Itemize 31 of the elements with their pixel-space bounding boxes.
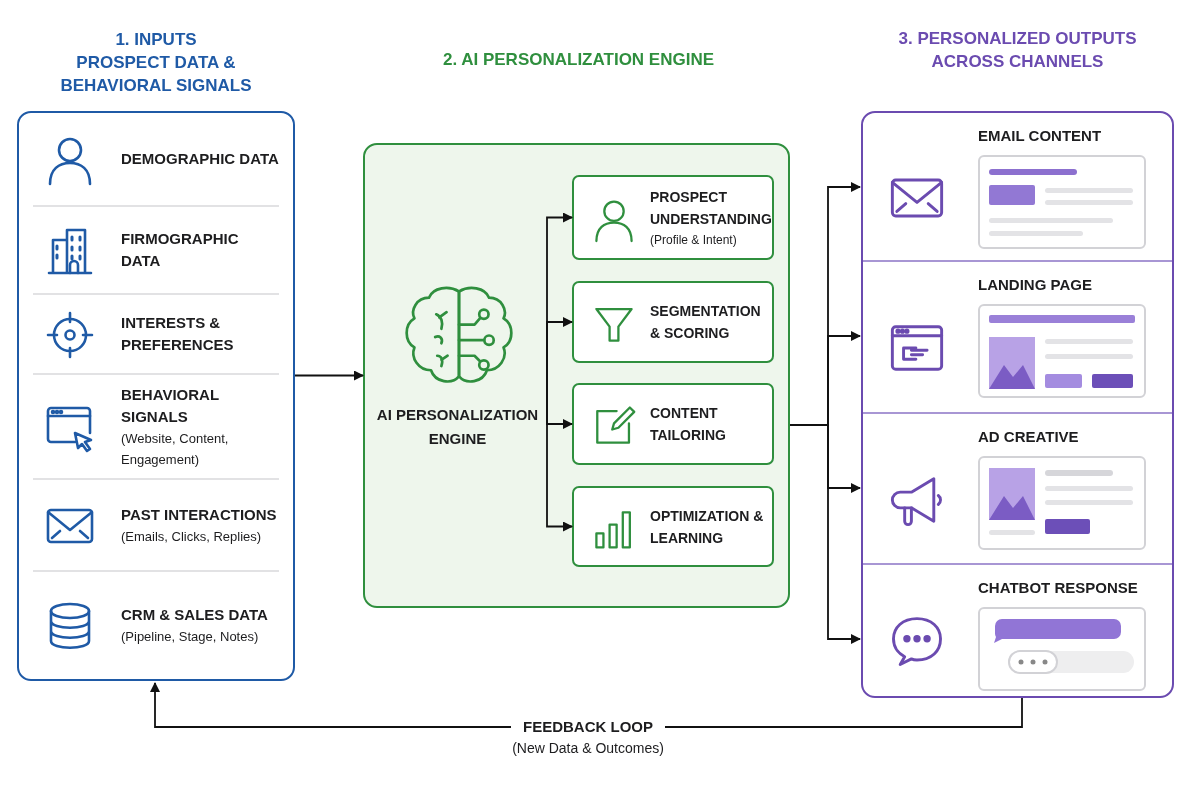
step-box [572, 175, 774, 260]
item-title: FIRMOGRAPHIC DATA [121, 229, 240, 271]
item-title: CONTENT TAILORING [650, 404, 727, 445]
item-title: PAST INTERACTIONS [121, 504, 278, 525]
item-description: (Pipeline, Stage, Notes) [121, 628, 260, 646]
section-heading: 3. PERSONALIZED OUTPUTS ACROSS CHANNELS [897, 28, 1138, 73]
channel-title: AD CREATIVE [978, 427, 1079, 447]
note: (New Data & Outcomes) [512, 739, 664, 758]
item-description: (Emails, Clicks, Replies) [121, 527, 263, 546]
channel-title: LANDING PAGE [978, 275, 1092, 295]
step-box [572, 486, 774, 567]
item-title: SEGMENTATION & SCORING [650, 302, 762, 343]
channel-title: CHATBOT RESPONSE [978, 578, 1138, 598]
channel-title: EMAIL CONTENT [978, 126, 1102, 146]
arrow [294, 370, 364, 381]
item-title: PROSPECT UNDERSTANDING [650, 187, 772, 229]
arrow [546, 317, 573, 376]
section-heading: PROSPECT DATA & BEHAVIORAL SIGNALS [59, 52, 253, 97]
step-box [572, 281, 774, 363]
arrow [546, 374, 573, 532]
engine-title: AI PERSONALIZATION ENGINE [375, 405, 540, 449]
item-title: INTERESTS & PREFERENCES [121, 313, 235, 355]
item-title: BEHAVIORAL SIGNALS [121, 384, 220, 427]
item-title: OPTIMIZATION & LEARNING [650, 506, 765, 548]
step-box [572, 383, 774, 465]
item-title: DEMOGRAPHIC DATA [121, 149, 279, 169]
item-description: (Website, Content, Engagement) [121, 429, 230, 469]
section-heading: 2. AI PERSONALIZATION ENGINE [441, 49, 716, 71]
item-description: (Profile & Intent) [650, 231, 738, 249]
item-title: CRM & SALES DATA [121, 605, 269, 625]
section-heading: 1. INPUTS [114, 29, 198, 51]
